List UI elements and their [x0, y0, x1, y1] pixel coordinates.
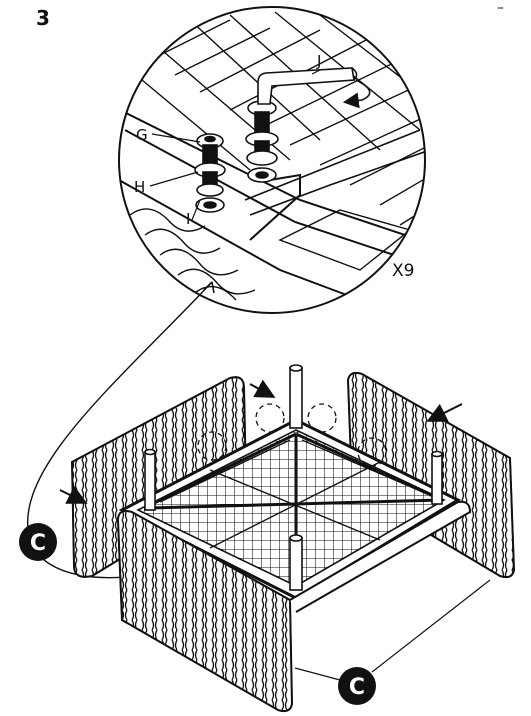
leg-post-right [431, 450, 443, 505]
leg-post-front [289, 534, 303, 591]
push-arrow-icon [59, 379, 463, 504]
detail-weave [129, 208, 256, 301]
svg-text:C: C [30, 531, 46, 556]
label-h: H [134, 178, 145, 196]
front-rail [289, 500, 472, 613]
label-i: I [186, 210, 190, 228]
bolt-assembly-left [194, 133, 226, 213]
side-panel-back-right [346, 371, 516, 579]
label-j: J [316, 52, 321, 70]
center-post [289, 364, 303, 429]
step-number: 3 [36, 6, 50, 30]
quantity-label: X9 [392, 261, 414, 281]
part-c-badge-left: C [19, 523, 57, 561]
rotate-arrow-icon [342, 79, 371, 109]
bolt-assembly-right [245, 100, 279, 183]
leg-post-left [144, 448, 156, 511]
svg-text:C: C [349, 675, 365, 700]
hex-key-icon [257, 67, 358, 105]
label-g: G [136, 126, 148, 144]
part-c-badge-bottom: C [338, 667, 376, 705]
side-panel-front [116, 510, 294, 713]
corner-mark: – [497, 0, 504, 16]
bolt-location-markers [197, 403, 387, 467]
detail-zoom-circle: G H I J [118, 6, 426, 314]
cross-beams-inner [159, 439, 433, 549]
table-assembly [70, 364, 516, 713]
